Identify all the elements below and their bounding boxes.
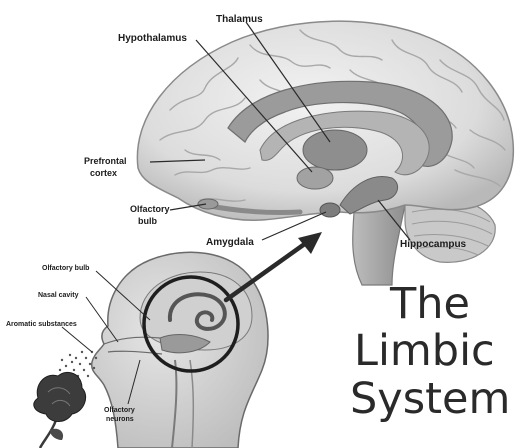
label-olfactory-line2: bulb — [138, 216, 157, 226]
label-hippocampus: Hippocampus — [400, 239, 467, 250]
label-prefrontal-line2: cortex — [90, 168, 117, 178]
label-prefrontal-line1: Prefrontal — [84, 156, 127, 166]
olfactory-bulb-shape — [198, 199, 218, 209]
label-olfactory-neurons-line1: Olfactory — [104, 407, 135, 414]
label-nasal-cavity: Nasal cavity — [38, 292, 79, 299]
arrow-head — [298, 232, 322, 254]
title-line-1: The — [389, 279, 470, 329]
label-amygdala: Amygdala — [206, 237, 254, 248]
label-thalamus: Thalamus — [216, 14, 263, 25]
flower-bloom — [34, 372, 86, 421]
title-line-3: System — [350, 374, 510, 424]
label-olfactory-line1: Olfactory — [130, 204, 170, 214]
thalamus-shape — [303, 130, 367, 170]
label-inset-olfactory-bulb: Olfactory bulb — [42, 265, 89, 272]
amygdala-shape — [320, 203, 340, 217]
flower-leaf — [50, 429, 63, 440]
label-aromatic-substances: Aromatic substances — [6, 321, 77, 328]
hypothalamus-shape — [297, 167, 333, 189]
label-olfactory-neurons-line2: neurons — [106, 416, 134, 423]
flower-illustration — [34, 372, 86, 448]
aromatic-leader — [62, 327, 92, 352]
label-hypothalamus: Hypothalamus — [118, 33, 187, 44]
diagram-title: The Limbic System — [350, 279, 510, 424]
title-line-2: Limbic — [354, 326, 495, 376]
